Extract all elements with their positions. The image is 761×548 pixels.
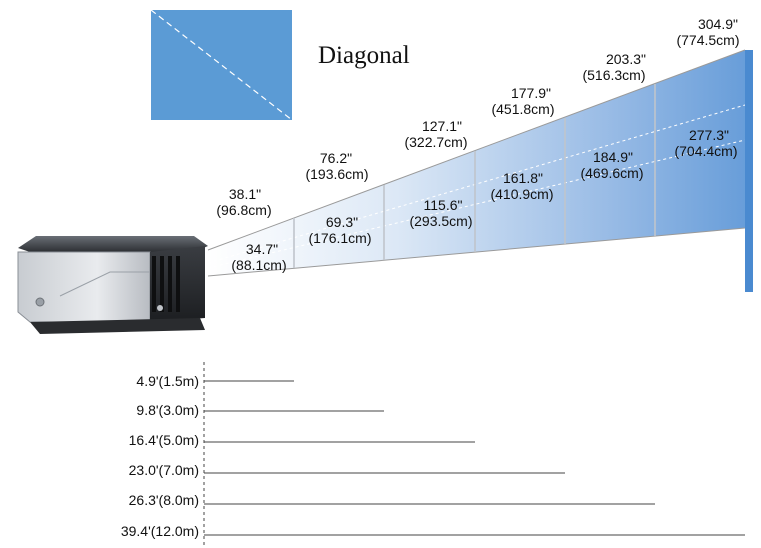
projector-top	[18, 236, 208, 252]
projector-base	[30, 318, 205, 334]
projector-front	[17, 251, 151, 323]
diagonal-square	[151, 10, 292, 120]
screen-2-diagonal-cm-label: (193.6cm)	[305, 166, 368, 182]
screen-1-diagonal-label: 38.1"	[229, 186, 261, 202]
final-screen	[745, 50, 753, 292]
distance-5-label: 26.3'(8.0m)	[129, 492, 199, 508]
screen-6-width-label: 277.3"	[689, 127, 729, 143]
screen-4-diagonal-label: 177.9"	[511, 85, 551, 101]
screen-2-diagonal-label: 76.2"	[320, 150, 352, 166]
screen-1-width-label: 34.7"	[246, 241, 278, 257]
screen-5-diagonal-cm-label: (516.3cm)	[582, 67, 645, 83]
distance-6-label: 39.4'(12.0m)	[121, 523, 199, 539]
screen-2-width-cm-label: (176.1cm)	[308, 230, 371, 246]
screen-3-diagonal-cm-label: (322.7cm)	[404, 134, 467, 150]
screen-4-width-label: 161.8"	[503, 170, 543, 186]
distance-2-label: 9.8'(3.0m)	[136, 402, 199, 418]
screen-2-width-label: 69.3"	[326, 214, 358, 230]
screen-6-width-cm-label: (704.4cm)	[674, 143, 737, 159]
projection-beam	[208, 50, 745, 276]
screen-frames	[293, 84, 656, 268]
screen-4-diagonal-cm-label: (451.8cm)	[491, 101, 554, 117]
screen-5-width-label: 184.9"	[593, 149, 633, 165]
distance-scale: 4.9'(1.5m) 9.8'(3.0m) 16.4'(5.0m) 23.0'(…	[121, 373, 745, 539]
screen-3-diagonal-label: 127.1"	[422, 118, 462, 134]
diagonal-label: Diagonal	[318, 42, 410, 69]
diagonal-illustration	[150, 9, 293, 121]
beam-mid-dashed-line	[207, 139, 746, 269]
projector-button-icon	[35, 297, 45, 307]
projector-vents	[152, 256, 180, 312]
distance-4-label: 23.0'(7.0m)	[129, 462, 199, 478]
distance-1-label: 4.9'(1.5m)	[136, 373, 199, 389]
screen-1-diagonal-cm-label: (96.8cm)	[216, 202, 271, 218]
projector-panel-line	[59, 271, 150, 297]
screen-3-width-cm-label: (293.5cm)	[409, 213, 472, 229]
projector-screw-icon	[157, 305, 163, 311]
distance-3-label: 16.4'(5.0m)	[129, 432, 199, 448]
beam-top-edge	[207, 49, 746, 251]
projector-image	[17, 236, 208, 334]
screen-5-width-cm-label: (469.6cm)	[580, 165, 643, 181]
screen-5-diagonal-label: 203.3"	[606, 51, 646, 67]
screen-6-diagonal-label: 304.9"	[698, 16, 738, 32]
screen-6-diagonal-cm-label: (774.5cm)	[676, 32, 739, 48]
screen-3-width-label: 115.6"	[424, 197, 463, 213]
screen-4-width-cm-label: (410.9cm)	[490, 186, 553, 202]
screen-labels: 38.1" (96.8cm) 34.7" (88.1cm) 76.2" (193…	[216, 16, 739, 273]
screen-1-width-cm-label: (88.1cm)	[231, 257, 286, 273]
